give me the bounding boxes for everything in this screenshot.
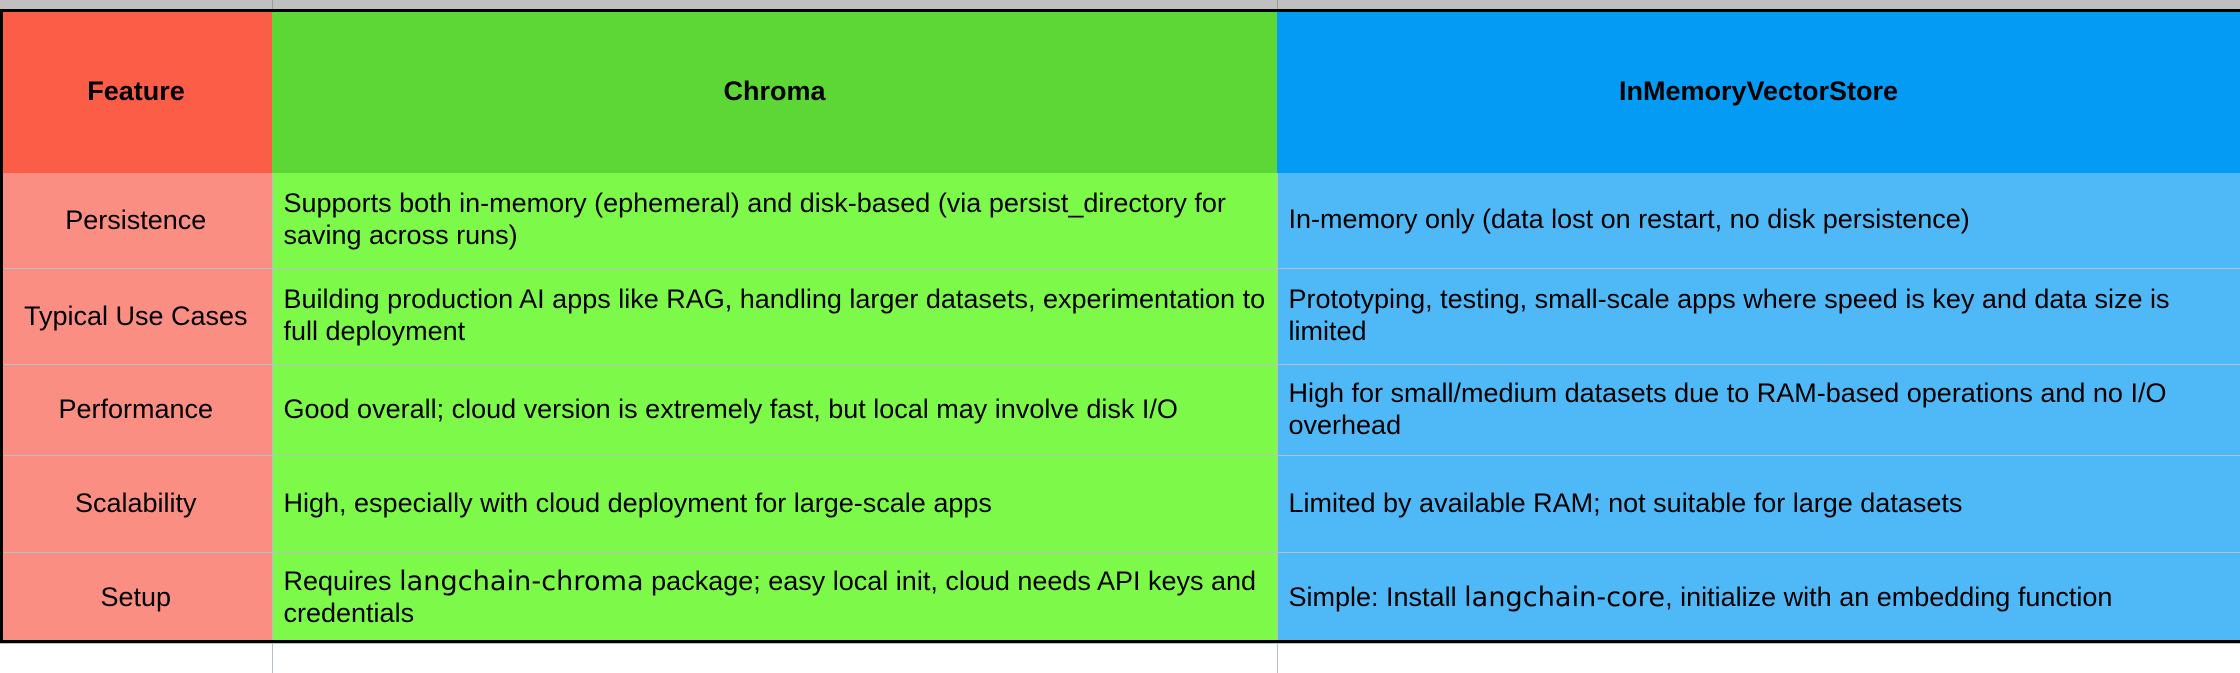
cell-chroma-persistence[interactable]: Supports both in-memory (ephemeral) and … — [272, 173, 1278, 269]
table-row-persistence: Persistence Supports both in-memory (eph… — [0, 173, 2240, 269]
cell-feature-typical-use-cases[interactable]: Typical Use Cases — [0, 268, 273, 365]
cell-feature-setup[interactable]: Setup — [0, 552, 273, 644]
cell-text: High, especially with cloud deployment f… — [283, 487, 992, 518]
cell-chroma-scalability[interactable]: High, especially with cloud deployment f… — [272, 455, 1278, 553]
cell-text: Requires langchain-chroma package; easy … — [283, 565, 1257, 628]
table-row-scalability: Scalability High, especially with cloud … — [0, 455, 2240, 553]
header-cell-feature[interactable]: Feature — [0, 9, 272, 173]
header-label-feature: Feature — [87, 75, 185, 106]
cell-chroma-empty[interactable] — [272, 643, 1278, 673]
cell-chroma-performance[interactable]: Good overall; cloud version is extremely… — [272, 364, 1278, 456]
cell-chroma-typical-use-cases[interactable]: Building production AI apps like RAG, ha… — [272, 268, 1278, 365]
header-cell-chroma[interactable]: Chroma — [272, 9, 1277, 173]
table-row-performance: Performance Good overall; cloud version … — [0, 364, 2240, 456]
table-row-empty-partial — [0, 643, 2240, 673]
table-row-typical-use-cases: Typical Use Cases Building production AI… — [0, 268, 2240, 365]
header-label-inmemoryvectorstore: InMemoryVectorStore — [1618, 75, 1899, 106]
cell-inmemory-typical-use-cases[interactable]: Prototyping, testing, small-scale apps w… — [1277, 268, 2240, 365]
cell-inmemory-setup[interactable]: Simple: Install langchain-core, initiali… — [1277, 552, 2240, 644]
cell-feature-performance[interactable]: Performance — [0, 364, 273, 456]
cell-text: Good overall; cloud version is extremely… — [283, 393, 1178, 424]
column-divider-a-b[interactable] — [272, 0, 273, 9]
cell-feature-empty[interactable] — [0, 643, 273, 673]
cell-text: Limited by available RAM; not suitable f… — [1288, 487, 1963, 518]
cell-inmemory-persistence[interactable]: In-memory only (data lost on restart, no… — [1277, 173, 2240, 269]
feature-label: Setup — [100, 582, 172, 612]
cell-text: Building production AI apps like RAG, ha… — [283, 284, 1266, 346]
comparison-table: Feature Chroma InMemoryVectorStore Persi… — [0, 9, 2240, 673]
header-cell-inmemoryvectorstore[interactable]: InMemoryVectorStore — [1277, 9, 2240, 173]
column-divider-b-c[interactable] — [1277, 0, 1278, 9]
cell-feature-persistence[interactable]: Persistence — [0, 173, 273, 269]
cell-feature-scalability[interactable]: Scalability — [0, 455, 273, 553]
cell-inmemory-empty[interactable] — [1277, 643, 2240, 673]
cell-text: Simple: Install langchain-core, initiali… — [1288, 581, 2113, 613]
cell-text: Prototyping, testing, small-scale apps w… — [1288, 284, 2170, 346]
cell-inmemory-scalability[interactable]: Limited by available RAM; not suitable f… — [1277, 455, 2240, 553]
table-header-row: Feature Chroma InMemoryVectorStore — [0, 9, 2240, 173]
cell-text: High for small/medium datasets due to RA… — [1288, 377, 2167, 440]
cell-text: Supports both in-memory (ephemeral) and … — [283, 188, 1226, 251]
cell-inmemory-performance[interactable]: High for small/medium datasets due to RA… — [1277, 364, 2240, 456]
column-header-strip — [0, 0, 2240, 9]
cell-text: In-memory only (data lost on restart, no… — [1288, 204, 1970, 235]
feature-label: Scalability — [74, 488, 197, 518]
header-label-chroma: Chroma — [723, 75, 826, 106]
feature-label: Persistence — [65, 204, 207, 235]
cell-chroma-setup[interactable]: Requires langchain-chroma package; easy … — [272, 552, 1278, 644]
feature-label: Performance — [58, 394, 214, 424]
feature-label: Typical Use Cases — [23, 300, 248, 331]
table-row-setup: Setup Requires langchain-chroma package;… — [0, 552, 2240, 644]
